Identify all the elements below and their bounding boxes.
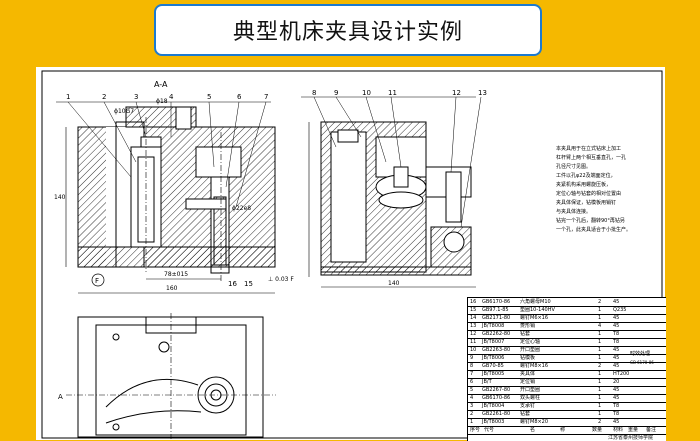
dim-d22: ϕ22e8 <box>232 205 251 212</box>
front-section-view <box>56 101 276 294</box>
balloon-11: 11 <box>388 89 397 97</box>
technical-notes: 本夹具用于在立式钻床上加工 杠杆臂上两个相互垂直孔，一孔 孔径尺寸见图。 工件以… <box>556 145 664 235</box>
dim-w160: 160 <box>166 285 178 292</box>
dim-w78: 78±015 <box>164 271 188 278</box>
note-line: 孔径尺寸见图。 <box>556 164 592 170</box>
balloon-6: 6 <box>237 93 242 101</box>
drawing-sheet: 1 2 3 4 5 6 7 8 9 10 11 12 13 16 15 A-A … <box>36 67 666 441</box>
dim-w140b: 140 <box>388 280 400 287</box>
note-line: 与夹具体连接。 <box>556 209 592 215</box>
datum-f: F <box>95 277 99 285</box>
balloon-5: 5 <box>207 93 211 101</box>
table-header: 序号代号名称数量材料重量备注 <box>468 426 666 435</box>
balloon-8: 8 <box>312 89 316 97</box>
page-title: 典型机床夹具设计实例 <box>232 20 463 45</box>
dim-d10g7: ϕ10G7 <box>114 108 134 115</box>
balloon-2: 2 <box>102 93 106 101</box>
note-line: 工件以孔φ22及端面定位， <box>556 173 616 179</box>
note-line: 夹具体保证，钻模板用销钉 <box>556 200 617 206</box>
balloon-7: 7 <box>264 93 268 101</box>
note-line: 夹紧机构采用螺旋压板， <box>556 182 612 188</box>
balloon-9: 9 <box>334 89 338 97</box>
balloon-10: 10 <box>362 89 371 97</box>
balloon-15: 15 <box>244 280 253 288</box>
section-label: A-A <box>154 80 168 89</box>
side-section-view <box>301 96 482 288</box>
technical-drawing: 1 2 3 4 5 6 7 8 9 10 11 12 13 16 15 A-A … <box>41 70 663 439</box>
note-line: 钻完一个孔后，翻转90°再钻另 <box>556 218 625 224</box>
dim-d18: ϕ18 <box>156 98 168 105</box>
balloon-4: 4 <box>169 93 174 101</box>
balloon-1: 1 <box>66 93 70 101</box>
balloon-13: 13 <box>478 89 487 97</box>
dim-h140: 140 <box>54 194 66 201</box>
note-line: 本夹具用于在立式钻床上加工 <box>556 146 622 152</box>
balloon-3: 3 <box>134 93 138 101</box>
view-arrow-a: A <box>58 393 63 401</box>
balloon-16: 16 <box>228 280 237 288</box>
note-line: 定位心轴与钻套的相对位置由 <box>556 191 622 197</box>
title-box: 典型机床夹具设计实例 <box>154 4 542 56</box>
balloon-12: 12 <box>452 89 461 97</box>
top-view <box>66 313 276 439</box>
geom-tol: ⊥ 0.03 F <box>268 276 294 283</box>
title-banner: 典型机床夹具设计实例 <box>0 0 700 64</box>
side-note-std: GB 6170-86 <box>630 360 654 365</box>
note-line: 杠杆臂上两个相互垂直孔，一孔 <box>556 155 627 161</box>
drawing-frame <box>41 70 663 439</box>
side-note-aging: 时效处理 <box>630 351 651 357</box>
table-footer: 江苏省泰州技师学院 <box>608 435 654 441</box>
note-line: 一个孔，此夹具适合于小批生产。 <box>556 227 632 233</box>
